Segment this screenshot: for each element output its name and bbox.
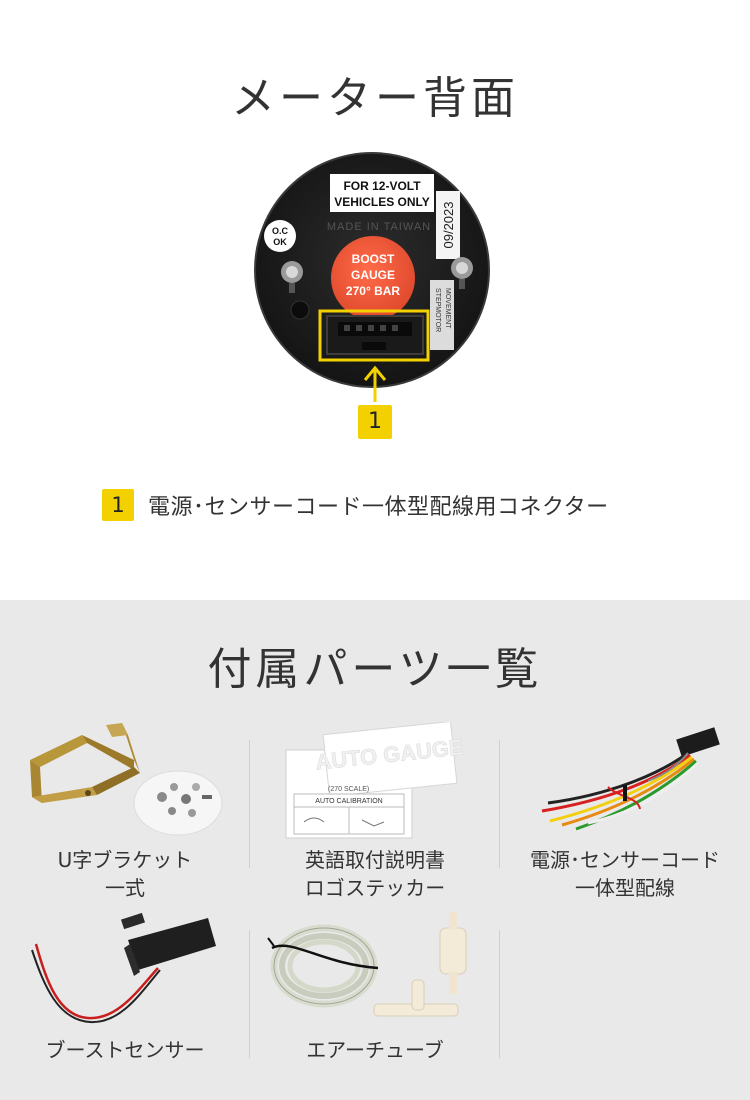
part-label-line: エアーチューブ <box>306 1038 444 1062</box>
callout-badge-1: 1 <box>358 405 392 439</box>
part-label-line: 英語取付説明書 <box>305 848 445 872</box>
volt-label-line2: VEHICLES ONLY <box>334 195 430 209</box>
boost-label-line2: GAUGE <box>351 268 395 282</box>
manual-header-text: AUTO CALIBRATION <box>315 798 382 805</box>
meter-back-section: メーター背面 FOR 12-VOLT VEHICLES ONLY MADE <box>102 73 609 522</box>
part-label-manual: 英語取付説明書 ロゴステッカー <box>270 846 480 902</box>
gauge-back-drawing: FOR 12-VOLT VEHICLES ONLY MADE IN TAIWAN… <box>254 152 490 402</box>
boost-label-line1: BOOST <box>352 252 395 266</box>
manual-sticker-image: AUTO GAUGE (270 SCALE) AUTO CALIBRATION <box>282 720 472 840</box>
part-label-line: 一体型配線 <box>575 876 675 900</box>
part-label-boost-sensor: ブーストセンサー <box>20 1036 230 1064</box>
legend-row: 1 電源･センサーコード一体型配線用コネクター <box>102 488 609 522</box>
u-bracket-image <box>22 715 232 840</box>
side-label-line2: MOVEMENT <box>444 288 451 329</box>
manual-scale-text: (270 SCALE) <box>328 786 369 793</box>
part-label-wiring: 電源･センサーコード 一体型配線 <box>520 846 730 902</box>
part-label-air-tube: エアーチューブ <box>270 1036 480 1064</box>
legend-badge: 1 <box>102 489 134 521</box>
boost-sensor-image <box>28 910 228 1030</box>
section-title-accessories: 付属パーツ一覧 <box>207 644 543 695</box>
left-terminal-stud <box>281 261 303 293</box>
date-label: 09/2023 <box>441 202 456 249</box>
divider <box>249 930 250 1058</box>
part-label-line: U字ブラケット <box>57 848 193 872</box>
divider <box>499 740 500 868</box>
air-tube-image <box>262 908 487 1032</box>
made-in-text: MADE IN TAIWAN <box>327 221 431 233</box>
section-title-meter-back: メーター背面 <box>231 73 519 124</box>
legend-text: 電源･センサーコード一体型配線用コネクター <box>148 495 609 520</box>
connector-highlight-box <box>318 309 430 362</box>
connector-port <box>326 315 424 355</box>
side-label-line1: STEPMOTOR <box>434 288 441 332</box>
oc-label-line1: O.C <box>272 226 289 236</box>
divider <box>249 740 250 868</box>
part-label-line: 電源･センサーコード <box>530 848 720 872</box>
part-label-line: 一式 <box>105 876 145 900</box>
part-label-u-bracket: U字ブラケット 一式 <box>20 846 230 902</box>
volt-label-line1: FOR 12-VOLT <box>343 179 421 193</box>
oc-label-line2: OK <box>273 237 287 247</box>
divider <box>499 930 500 1058</box>
accessories-section <box>0 600 750 1100</box>
callout-arrow-head <box>363 365 387 381</box>
gauge-back-image: FOR 12-VOLT VEHICLES ONLY MADE IN TAIWAN… <box>250 150 500 450</box>
part-label-line: ブーストセンサー <box>45 1038 205 1062</box>
boost-label-line3: 270° BAR <box>346 284 400 298</box>
part-label-line: ロゴステッカー <box>304 876 446 900</box>
wiring-harness-image <box>528 725 738 835</box>
right-terminal-stud <box>451 257 473 289</box>
